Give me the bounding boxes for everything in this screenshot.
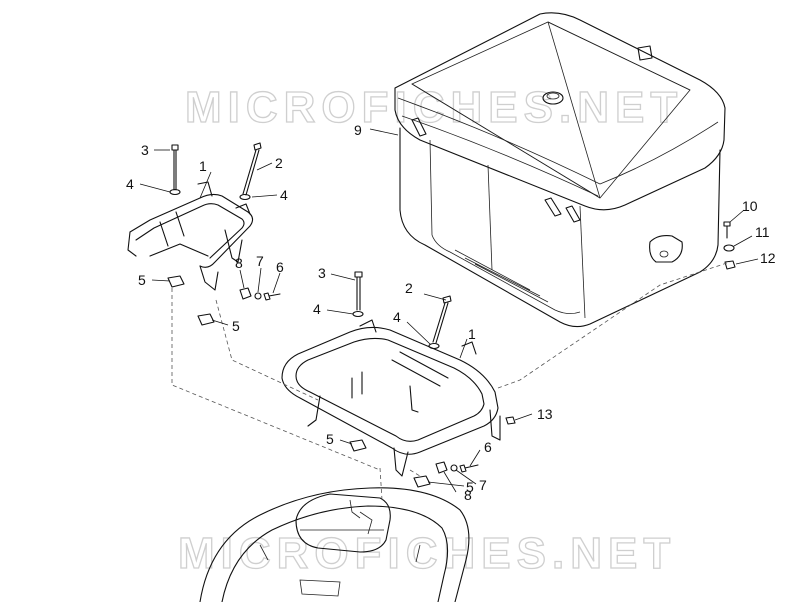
- callout-2-upper: 2: [275, 155, 283, 171]
- rack-upper-left: [127, 181, 254, 291]
- rear-tail-section: [199, 487, 470, 602]
- callout-3-lower: 3: [318, 265, 326, 281]
- callout-13: 13: [537, 406, 553, 422]
- callout-11: 11: [755, 224, 770, 240]
- callout-4-lower-left: 4: [313, 301, 321, 317]
- callouts: 3 1 2 4 4 5 5 8 7 6 9 3 2 4 4 1 5 6 7 5 …: [126, 122, 776, 503]
- callout-6-upper: 6: [276, 259, 284, 275]
- watermark-bottom: MICROFICHES.NET: [178, 529, 676, 578]
- callout-9: 9: [354, 122, 362, 138]
- callout-8-upper: 8: [235, 255, 243, 271]
- callout-5-lower-right: 5: [466, 479, 474, 495]
- callout-7-lower: 7: [479, 477, 487, 493]
- callout-1-lower: 1: [468, 326, 476, 342]
- callout-4-lower-right: 4: [393, 309, 401, 325]
- callout-5-upper-right: 5: [232, 318, 240, 334]
- leader-lines: [139, 128, 759, 493]
- callout-1-upper: 1: [199, 158, 207, 174]
- callout-3-upper: 3: [141, 142, 149, 158]
- hardware-parts: [167, 142, 736, 488]
- watermark-top: MICROFICHES.NET: [185, 83, 683, 132]
- callout-4-upper-right: 4: [280, 187, 288, 203]
- callout-7-upper: 7: [256, 253, 264, 269]
- callout-8-lower: 8: [464, 487, 472, 503]
- callout-5-lower-left: 5: [326, 431, 334, 447]
- assembly-guide-lines: [171, 261, 731, 501]
- callout-12: 12: [760, 250, 776, 266]
- callout-6-lower: 6: [484, 439, 492, 455]
- rack-lower-right: [281, 319, 501, 477]
- callout-5-upper-left: 5: [138, 272, 146, 288]
- callout-4-upper-left: 4: [126, 176, 134, 192]
- callout-10: 10: [742, 198, 758, 214]
- top-case: [394, 12, 726, 328]
- callout-2-lower: 2: [405, 280, 413, 296]
